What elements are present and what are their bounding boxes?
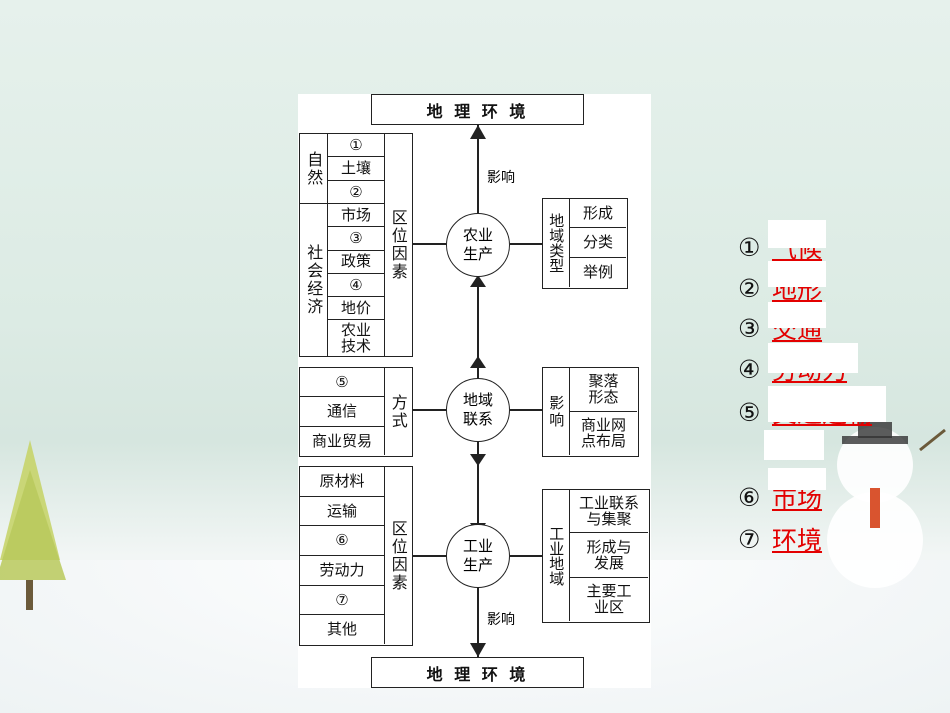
connector-line bbox=[412, 409, 446, 411]
agri-natural-item: ① bbox=[328, 134, 384, 158]
link-way-item: 商业贸易 bbox=[311, 431, 372, 450]
link-effect-item: 商业网点布局 bbox=[580, 415, 626, 451]
industry-factor-block: 原材料 运输 ⑥ 劳动力 ⑦ 其他 区位因素 bbox=[299, 466, 413, 646]
agri-natural-item: 土壤 bbox=[328, 157, 384, 181]
answer-number: ⑦ bbox=[738, 524, 761, 554]
geo-environment-top: 地 理 环 境 bbox=[371, 94, 584, 125]
influence-label-top: 影响 bbox=[487, 170, 515, 186]
agri-production-node: 农业生产 bbox=[446, 213, 510, 277]
link-ways-label: 方式 bbox=[388, 393, 408, 430]
industry-region-item: 主要工业区 bbox=[586, 581, 632, 617]
industry-region-list: 工业联系与集聚 形成与发展 主要工业区 bbox=[570, 490, 648, 621]
agri-type-item: 分类 bbox=[570, 228, 626, 258]
snowman-icon bbox=[827, 422, 946, 588]
answer-number: ⑥ bbox=[738, 482, 761, 512]
pine-tree-icon bbox=[0, 440, 66, 610]
agri-social-label: 社会经济 bbox=[300, 204, 328, 356]
agri-type-block: 地域类型 形成 分类 举例 bbox=[542, 198, 628, 289]
agri-social-item: 市场 bbox=[328, 204, 384, 228]
industry-factor-label: 区位因素 bbox=[388, 519, 408, 592]
link-effect-item: 聚落形态 bbox=[570, 368, 637, 412]
agri-type-item: 举例 bbox=[582, 263, 613, 282]
connector-line bbox=[510, 243, 542, 245]
industry-factor-item: 运输 bbox=[300, 497, 384, 527]
arrow-down-icon bbox=[470, 643, 486, 657]
agri-social-item: ④ bbox=[328, 274, 384, 297]
connector-line bbox=[412, 555, 446, 557]
connector-line bbox=[510, 409, 542, 411]
connector-line bbox=[510, 555, 542, 557]
agri-social-item: 地价 bbox=[328, 297, 384, 321]
agri-social-item: 政策 bbox=[328, 251, 384, 274]
answer-cover bbox=[764, 430, 824, 460]
industry-region-item: 形成与发展 bbox=[570, 533, 648, 578]
link-effect-label: 影响 bbox=[543, 368, 570, 455]
link-ways-block: ⑤ 通信 商业贸易 方式 bbox=[299, 367, 413, 457]
agri-type-label: 地域类型 bbox=[543, 199, 570, 287]
link-effect-block: 影响 聚落形态 商业网点布局 bbox=[542, 367, 639, 457]
answer-number: ① bbox=[738, 232, 761, 262]
link-way-item: ⑤ bbox=[300, 368, 384, 398]
influence-label-bottom: 影响 bbox=[487, 612, 515, 628]
answer-cover bbox=[768, 261, 826, 287]
arrow-up-icon bbox=[470, 125, 486, 139]
regional-link-node: 地域联系 bbox=[446, 378, 510, 442]
connector-line bbox=[412, 243, 446, 245]
answer-item: ⑦ 环境 bbox=[738, 521, 822, 557]
link-way-item: 通信 bbox=[300, 397, 384, 427]
answer-number: ④ bbox=[738, 354, 761, 384]
agri-social-list: 市场 ③ 政策 ④ 地价 农业技术 bbox=[328, 204, 385, 356]
answer-number: ⑤ bbox=[738, 397, 761, 427]
geo-environment-bottom: 地 理 环 境 bbox=[371, 657, 584, 688]
industry-region-item: 工业联系与集聚 bbox=[570, 490, 648, 534]
agri-natural-list: ① 土壤 ② bbox=[328, 134, 385, 204]
answer-number: ③ bbox=[738, 313, 761, 343]
arrow-up-icon bbox=[470, 275, 486, 287]
industry-factor-item: 其他 bbox=[326, 620, 357, 639]
link-ways-list: ⑤ 通信 商业贸易 bbox=[300, 368, 385, 455]
agri-type-item: 形成 bbox=[570, 199, 626, 229]
answer-cover bbox=[768, 386, 886, 422]
industry-factor-item: ⑥ bbox=[300, 526, 384, 557]
industry-region-block: 工业地域 工业联系与集聚 形成与发展 主要工业区 bbox=[542, 489, 650, 623]
answer-text: 环境 bbox=[772, 526, 823, 555]
agri-natural-label: 自然 bbox=[300, 134, 328, 204]
link-effect-list: 聚落形态 商业网点布局 bbox=[570, 368, 637, 455]
agri-type-list: 形成 分类 举例 bbox=[570, 199, 626, 287]
industry-region-label: 工业地域 bbox=[543, 490, 570, 621]
answer-cover bbox=[768, 343, 858, 373]
industry-factor-item: 劳动力 bbox=[300, 556, 384, 586]
arrow-down-icon bbox=[470, 454, 486, 466]
answer-cover bbox=[768, 468, 826, 490]
agri-factor-label: 区位因素 bbox=[388, 209, 408, 281]
industry-production-node: 工业生产 bbox=[446, 524, 510, 588]
answer-cover bbox=[768, 220, 826, 248]
industry-factor-item: ⑦ bbox=[300, 586, 384, 616]
agri-natural-item: ② bbox=[349, 182, 363, 201]
agri-social-item: ③ bbox=[328, 227, 384, 251]
agri-social-item: 农业技术 bbox=[340, 320, 371, 356]
arrow-up-icon bbox=[470, 356, 486, 368]
answer-cover bbox=[768, 302, 826, 328]
agri-factor-block: 自然 ① 土壤 ② 社会经济 市场 ③ 政策 ④ 地价 农业技术 区位因素 bbox=[299, 133, 413, 357]
answer-number: ② bbox=[738, 273, 761, 303]
industry-factor-list: 原材料 运输 ⑥ 劳动力 ⑦ 其他 bbox=[300, 467, 385, 644]
industry-factor-item: 原材料 bbox=[300, 467, 384, 497]
